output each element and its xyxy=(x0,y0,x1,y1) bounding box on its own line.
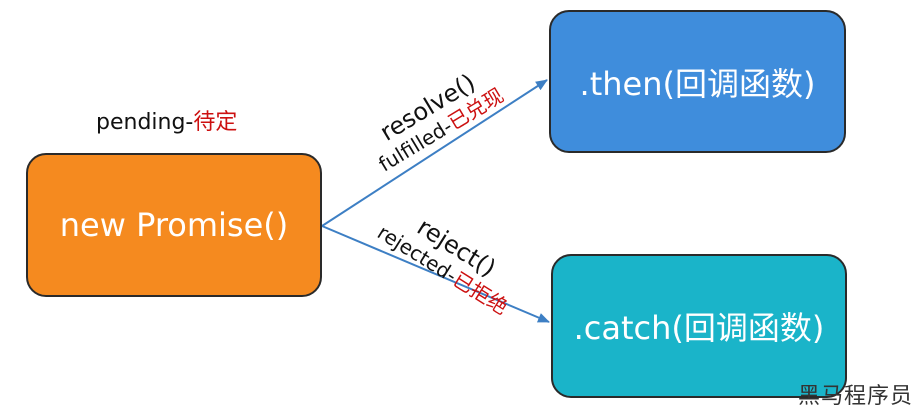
watermark-text: 黑马程序员 xyxy=(797,384,913,409)
catch-label: .catch(回调函数) xyxy=(573,309,825,347)
catch-node: .catch(回调函数) xyxy=(551,254,847,398)
pending-prefix: pending- xyxy=(96,110,194,135)
new-promise-label: new Promise() xyxy=(59,206,289,244)
pending-cn: 待定 xyxy=(193,110,238,135)
pending-state-label: pending-待定 xyxy=(96,104,237,136)
new-promise-node: new Promise() xyxy=(26,153,322,297)
resolve-arrow xyxy=(321,79,548,227)
then-label: .then(回调函数) xyxy=(579,64,816,103)
reject-arrow xyxy=(321,225,550,323)
then-node: .then(回调函数) xyxy=(549,10,846,153)
